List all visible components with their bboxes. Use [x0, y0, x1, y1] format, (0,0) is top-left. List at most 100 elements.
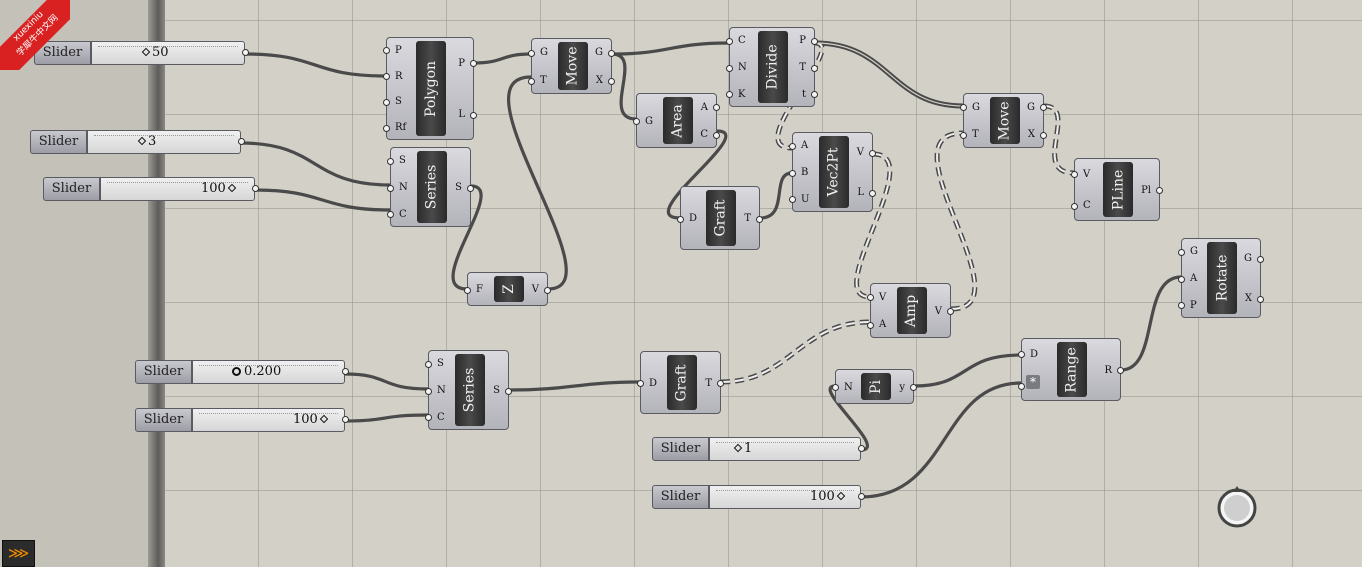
input-grip[interactable]	[960, 131, 967, 139]
output-param[interactable]: X	[595, 75, 603, 86]
input-param[interactable]: T	[972, 129, 979, 141]
slider-label[interactable]: Slider	[135, 408, 192, 432]
input-grip[interactable]	[1018, 382, 1025, 390]
output-grip[interactable]	[1156, 187, 1163, 194]
slider-handle-icon[interactable]	[141, 47, 151, 57]
input-grip[interactable]	[425, 360, 432, 368]
output-grip[interactable]	[869, 189, 876, 197]
input-param[interactable]: Rf	[395, 122, 407, 134]
output-param[interactable]: y	[899, 381, 905, 393]
slider-handle-icon[interactable]	[319, 414, 329, 424]
input-grip[interactable]	[1071, 171, 1078, 179]
input-param[interactable]: A	[801, 140, 809, 152]
input-param[interactable]: C	[1083, 200, 1091, 212]
input-grip[interactable]	[726, 91, 733, 99]
output-param[interactable]: V	[934, 305, 942, 317]
output-grip[interactable]	[252, 185, 259, 192]
input-param[interactable]: N	[844, 381, 853, 393]
input-grip[interactable]	[1178, 302, 1185, 310]
input-grip[interactable]	[383, 47, 390, 55]
output-grip[interactable]	[238, 138, 245, 145]
input-param[interactable]: K	[738, 88, 746, 100]
output-param[interactable]: G	[595, 47, 603, 58]
input-grip[interactable]	[1018, 351, 1025, 359]
input-param[interactable]: D	[689, 213, 698, 224]
output-param[interactable]: T	[799, 62, 806, 73]
input-param[interactable]: P	[1190, 299, 1197, 311]
input-grip[interactable]	[677, 215, 684, 223]
output-grip[interactable]	[342, 416, 349, 423]
output-param[interactable]: G	[1244, 253, 1252, 264]
output-grip[interactable]	[608, 77, 615, 85]
input-grip[interactable]	[528, 77, 535, 85]
input-grip[interactable]	[832, 384, 839, 391]
output-grip[interactable]	[858, 493, 865, 500]
output-grip[interactable]	[505, 387, 512, 395]
input-grip[interactable]	[387, 184, 394, 192]
slider-handle-icon[interactable]	[137, 136, 147, 146]
input-grip[interactable]	[383, 73, 390, 81]
slider-handle-icon[interactable]	[836, 491, 846, 501]
output-param[interactable]: L	[458, 109, 465, 121]
input-grip[interactable]	[637, 380, 644, 387]
output-grip[interactable]	[717, 380, 724, 387]
slider-label[interactable]: Slider	[30, 130, 87, 154]
input-param[interactable]: F	[476, 284, 483, 295]
output-param[interactable]: X	[1027, 129, 1035, 141]
input-param[interactable]: N	[437, 385, 446, 396]
output-param[interactable]: C	[700, 129, 708, 141]
output-param[interactable]: T	[705, 377, 712, 389]
output-grip[interactable]	[242, 49, 249, 56]
output-grip[interactable]	[1040, 104, 1047, 112]
slider-label[interactable]: Slider	[652, 485, 709, 509]
input-grip[interactable]	[387, 211, 394, 219]
input-grip[interactable]	[425, 387, 432, 395]
input-grip[interactable]	[383, 98, 390, 106]
input-grip[interactable]	[528, 49, 535, 57]
input-param[interactable]: A	[879, 319, 887, 331]
output-grip[interactable]	[811, 91, 818, 99]
output-grip[interactable]	[467, 184, 474, 192]
output-grip[interactable]	[947, 308, 954, 315]
output-param[interactable]: A	[700, 101, 708, 113]
output-grip[interactable]	[910, 384, 917, 391]
input-grip[interactable]	[425, 414, 432, 422]
output-grip[interactable]	[470, 60, 477, 68]
output-param[interactable]: t	[801, 88, 806, 100]
slider-track[interactable]: 1	[709, 437, 861, 461]
output-param[interactable]: P	[799, 35, 806, 47]
input-param[interactable]: C	[437, 411, 445, 423]
input-grip[interactable]	[789, 142, 796, 150]
output-grip[interactable]	[1117, 367, 1124, 374]
input-grip[interactable]	[789, 169, 796, 177]
output-param[interactable]: R	[1104, 364, 1112, 376]
input-grip[interactable]	[726, 64, 733, 72]
output-grip[interactable]	[470, 111, 477, 119]
input-param[interactable]: G	[645, 115, 653, 127]
output-grip[interactable]	[1040, 131, 1047, 139]
input-param[interactable]: C	[399, 208, 407, 220]
output-grip[interactable]	[858, 445, 865, 452]
output-param[interactable]: V	[531, 284, 539, 295]
output-grip[interactable]	[869, 149, 876, 157]
slider-track[interactable]: 50	[91, 41, 245, 65]
output-grip[interactable]	[713, 104, 720, 112]
input-param[interactable]: N	[399, 182, 408, 193]
input-grip[interactable]	[960, 104, 967, 112]
input-param[interactable]: D	[649, 377, 658, 389]
output-param[interactable]: S	[455, 182, 462, 193]
input-grip[interactable]	[726, 37, 733, 45]
